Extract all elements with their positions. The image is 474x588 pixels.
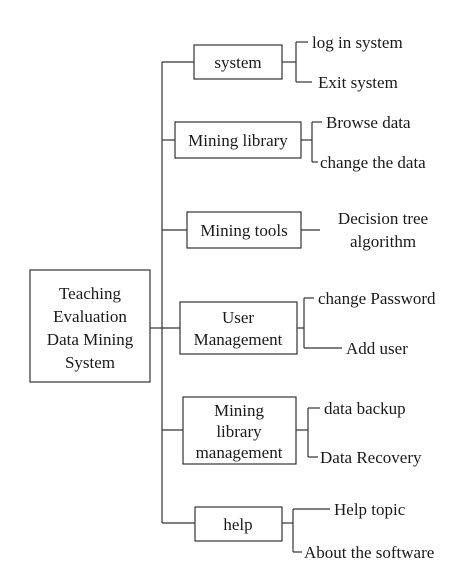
root-box	[29, 269, 151, 383]
module-label: Mining tools	[200, 221, 287, 240]
module-box	[193, 44, 283, 80]
leaf-decision-tree-line: algorithm	[350, 232, 416, 251]
module-label: library	[216, 422, 262, 441]
module-system: system	[193, 44, 283, 80]
leaf-change-the-data: change the data	[320, 153, 426, 172]
leaf-data-recovery: Data Recovery	[320, 448, 422, 467]
module-label: User	[222, 308, 254, 327]
root-node: Teaching Evaluation Data Mining System	[29, 269, 151, 383]
module-label: Management	[194, 330, 283, 349]
leaf-change-password: change Password	[318, 289, 436, 308]
leaf-log-in-system: log in system	[312, 33, 403, 52]
module-box	[174, 121, 302, 159]
module-label: system	[214, 53, 261, 72]
module-library-management: Mining library management	[182, 396, 297, 465]
module-box	[186, 211, 302, 249]
module-label: Mining library	[188, 131, 288, 150]
connectors	[150, 41, 342, 553]
root-line: Teaching	[59, 284, 122, 303]
module-user-management: User Management	[179, 301, 298, 355]
leaf-add-user: Add user	[346, 339, 408, 358]
leaf-data-backup: data backup	[324, 399, 406, 418]
leaf-exit-system: Exit system	[318, 73, 398, 92]
leaf-decision-tree-line: Decision tree	[338, 209, 428, 228]
leaf-browse-data: Browse data	[326, 113, 411, 132]
root-line: Data Mining	[47, 330, 134, 349]
module-mining-library: Mining library	[174, 121, 302, 159]
leaf-about-the-software: About the software	[304, 543, 434, 562]
module-help: help	[194, 506, 283, 542]
root-line: System	[65, 353, 115, 372]
module-label: Mining	[214, 401, 265, 420]
root-line: Evaluation	[53, 307, 127, 326]
module-box	[194, 506, 283, 542]
module-label: help	[223, 515, 252, 534]
module-mining-tools: Mining tools	[186, 211, 302, 249]
leaf-help-topic: Help topic	[334, 500, 406, 519]
module-box	[182, 396, 297, 465]
module-box	[179, 301, 298, 355]
module-label: management	[196, 443, 283, 462]
